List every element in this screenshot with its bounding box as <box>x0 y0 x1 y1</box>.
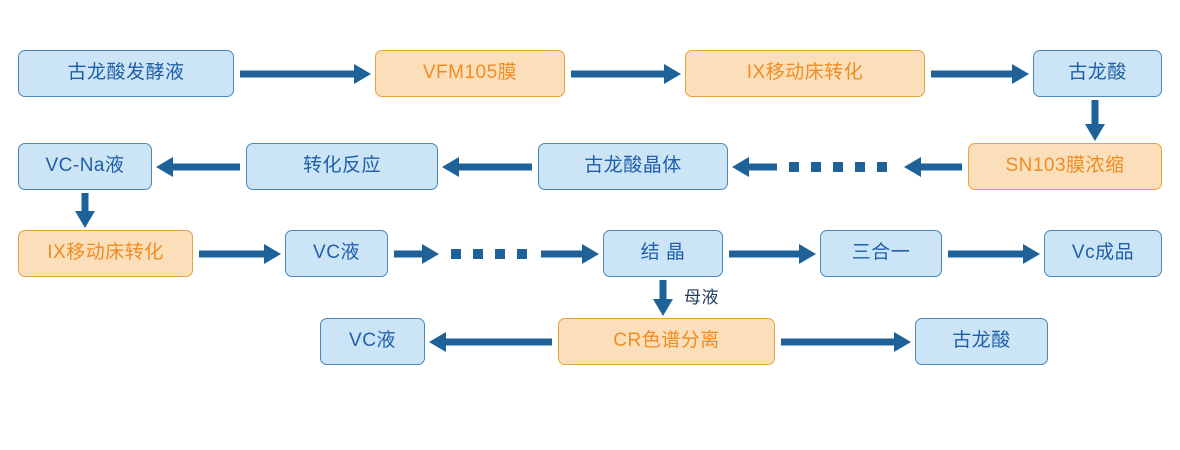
connector-n8-to-n9 <box>75 193 95 228</box>
connector-n11-to-n14 <box>653 280 673 316</box>
connector-n11-to-n12 <box>729 243 816 264</box>
flow-node-n13[interactable]: Vc成品 <box>1044 230 1162 277</box>
flow-node-label: IX移动床转化 <box>47 242 164 264</box>
connector-n5-to-n6 <box>732 156 962 177</box>
connector-n7-to-n8 <box>156 156 240 177</box>
flow-node-n9[interactable]: IX移动床转化 <box>18 230 193 277</box>
flow-node-n2[interactable]: VFM105膜 <box>375 50 565 97</box>
flow-node-label: IX移动床转化 <box>746 62 864 84</box>
flow-node-label: 三合一 <box>851 242 911 264</box>
flow-node-n14[interactable]: CR色谱分离 <box>558 318 775 365</box>
flow-node-label: 转化反应 <box>302 155 381 177</box>
connector-n10-to-n11 <box>394 243 599 264</box>
flow-node-n7[interactable]: 转化反应 <box>246 143 438 190</box>
connector-n3-to-n4 <box>931 63 1029 84</box>
flow-node-label: 古龙酸晶体 <box>584 155 682 177</box>
flow-node-n5[interactable]: SN103膜浓缩 <box>968 143 1162 190</box>
flow-node-label: SN103膜浓缩 <box>1005 155 1125 177</box>
connector-n6-to-n7 <box>442 156 532 177</box>
flow-node-n6[interactable]: 古龙酸晶体 <box>538 143 728 190</box>
flow-node-label: VC液 <box>313 242 360 264</box>
flow-node-n16[interactable]: 古龙酸 <box>915 318 1048 365</box>
flow-node-n1[interactable]: 古龙酸发酵液 <box>18 50 234 97</box>
connector-n14-to-n16 <box>781 331 911 352</box>
flow-node-n8[interactable]: VC-Na液 <box>18 143 152 190</box>
flow-node-label: VC液 <box>349 330 396 352</box>
flow-node-label: 古龙酸 <box>952 330 1011 352</box>
flow-node-n10[interactable]: VC液 <box>285 230 388 277</box>
flow-node-n11[interactable]: 结 晶 <box>603 230 723 277</box>
flow-node-label: VFM105膜 <box>422 62 518 84</box>
flow-node-n15[interactable]: VC液 <box>320 318 425 365</box>
flow-node-label: CR色谱分离 <box>613 330 720 352</box>
edge-label-el1: 母液 <box>684 288 719 307</box>
connector-n12-to-n13 <box>948 243 1040 264</box>
flow-node-label: 古龙酸发酵液 <box>67 62 185 84</box>
connector-n2-to-n3 <box>571 63 681 84</box>
flow-node-n12[interactable]: 三合一 <box>820 230 942 277</box>
connector-n4-to-n5 <box>1085 100 1105 141</box>
flow-node-label: 结 晶 <box>640 242 686 264</box>
flow-node-label: Vc成品 <box>1071 242 1135 264</box>
connector-n9-to-n10 <box>199 243 281 264</box>
flow-node-n3[interactable]: IX移动床转化 <box>685 50 925 97</box>
connector-n14-to-n15 <box>429 331 552 352</box>
flow-node-label: 古龙酸 <box>1068 62 1127 84</box>
flow-node-label: VC-Na液 <box>45 155 125 177</box>
flow-node-n4[interactable]: 古龙酸 <box>1033 50 1162 97</box>
connector-n1-to-n2 <box>240 63 371 84</box>
